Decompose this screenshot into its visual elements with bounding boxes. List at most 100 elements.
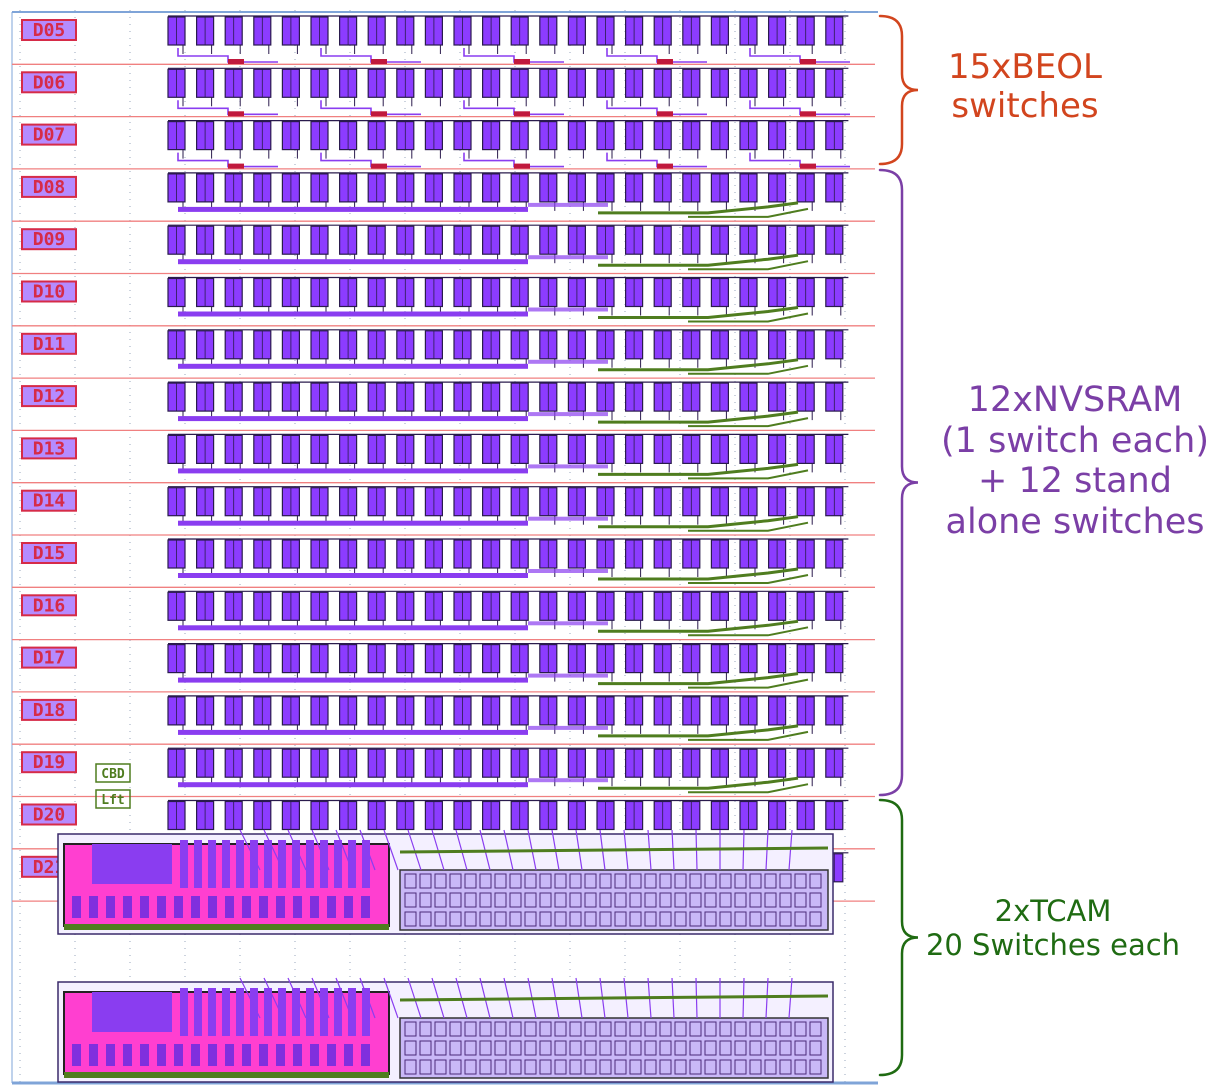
purple-bus <box>528 307 608 312</box>
tcam-cell <box>749 873 762 889</box>
purple-bus <box>178 206 528 212</box>
row-label-box <box>21 175 77 198</box>
green-wire <box>688 469 809 480</box>
tcam-cell <box>509 1059 522 1075</box>
tcam-cell <box>779 1021 792 1037</box>
tcam-cell <box>449 911 462 927</box>
tcam-column <box>259 1044 268 1066</box>
routing-wire <box>320 100 421 116</box>
purple-bus <box>528 569 608 573</box>
tcam-cell <box>509 911 522 927</box>
tcam-feed <box>335 829 353 871</box>
tcam-cell <box>404 892 417 908</box>
via <box>371 163 387 169</box>
row-label: D17 <box>33 648 66 669</box>
tcam-cell <box>539 1021 552 1037</box>
tcam-column <box>191 1044 200 1066</box>
purple-bus <box>528 412 608 417</box>
tcam-cell <box>539 1059 552 1075</box>
tcam-cell <box>494 1021 507 1037</box>
purple-bus <box>178 363 528 369</box>
tcam-column <box>259 896 268 918</box>
tcam-cell <box>419 892 432 908</box>
row-label: D09 <box>33 229 66 250</box>
routing-wire <box>177 100 278 116</box>
green-wire <box>598 567 799 581</box>
tcam-cell <box>434 1021 447 1037</box>
tcam-column <box>327 1044 336 1066</box>
tcam-column <box>106 896 115 918</box>
tcam-cell <box>554 1040 567 1056</box>
green-wire <box>688 678 809 689</box>
tcam-cell <box>674 1021 687 1037</box>
tcam-cell <box>419 1059 432 1075</box>
tcam-cell <box>659 911 672 927</box>
tcam-cell <box>404 1021 417 1037</box>
tcam-cell <box>464 911 477 927</box>
purple-bus <box>178 677 528 683</box>
tcam-column <box>225 1044 234 1066</box>
purple-bus <box>528 359 608 364</box>
tcam-feed <box>399 994 829 1002</box>
via <box>371 111 387 117</box>
tcam-feed <box>788 977 793 1019</box>
tcam-cell <box>734 873 747 889</box>
tcam-cell <box>419 911 432 927</box>
layout-row: D11 <box>12 329 875 379</box>
tcam-cell <box>599 873 612 889</box>
layout-row: D15 <box>12 538 875 588</box>
tcam-bus <box>64 924 389 930</box>
purple-bus <box>528 516 608 521</box>
tcam-cell <box>704 1059 717 1075</box>
tcam-feed <box>311 829 330 871</box>
tcam-column <box>250 840 258 888</box>
routing-wire <box>320 48 421 63</box>
tcam-column <box>344 1044 353 1066</box>
tcam-feed <box>407 977 422 1019</box>
tcam-cell <box>794 873 807 889</box>
brackets <box>878 14 919 1077</box>
layout-row: D08 <box>12 172 875 222</box>
tcam-cell <box>599 1040 612 1056</box>
tcam-cell <box>554 1021 567 1037</box>
tcam-column <box>306 840 314 888</box>
nvsram-annotation-line: 12xNVSRAM <box>967 380 1183 420</box>
tcam-cell <box>524 1059 537 1075</box>
tcam-cell <box>659 1059 672 1075</box>
tcam-feed <box>383 977 399 1019</box>
tcam-cell <box>719 1021 732 1037</box>
row-label: D21 <box>33 857 66 878</box>
tcam-feed <box>399 846 829 854</box>
tcam-column <box>327 896 336 918</box>
tcam-cell <box>674 1059 687 1075</box>
tcam-cell <box>719 911 732 927</box>
routing-wire <box>177 48 278 63</box>
tcam-cell <box>524 1021 537 1037</box>
tcam-column <box>292 840 300 888</box>
via <box>800 111 816 117</box>
tcam-cell <box>419 873 432 889</box>
tcam-cell <box>689 911 702 927</box>
tcam-column <box>293 896 302 918</box>
tcam-cell <box>734 911 747 927</box>
tcam-feed <box>383 829 399 871</box>
purple-bus <box>528 673 608 678</box>
routing-wire <box>606 152 707 168</box>
purple-bus <box>178 782 528 788</box>
row-label-box <box>21 332 77 355</box>
tcam-cell <box>614 892 627 908</box>
tcam-cell <box>764 1040 777 1056</box>
tcam-column <box>180 988 188 1036</box>
tcam-feed <box>263 829 284 871</box>
tcam-cell <box>419 1021 432 1037</box>
tcam-column <box>157 1044 166 1066</box>
tcam-cell <box>674 911 687 927</box>
tcam-cell <box>434 892 447 908</box>
purple-bus <box>178 625 528 631</box>
tcam-cell <box>734 1040 747 1056</box>
tcam-column <box>180 840 188 888</box>
via <box>514 59 530 64</box>
tcam-cell <box>659 1021 672 1037</box>
green-wire <box>688 364 809 375</box>
tcam-cell <box>524 911 537 927</box>
